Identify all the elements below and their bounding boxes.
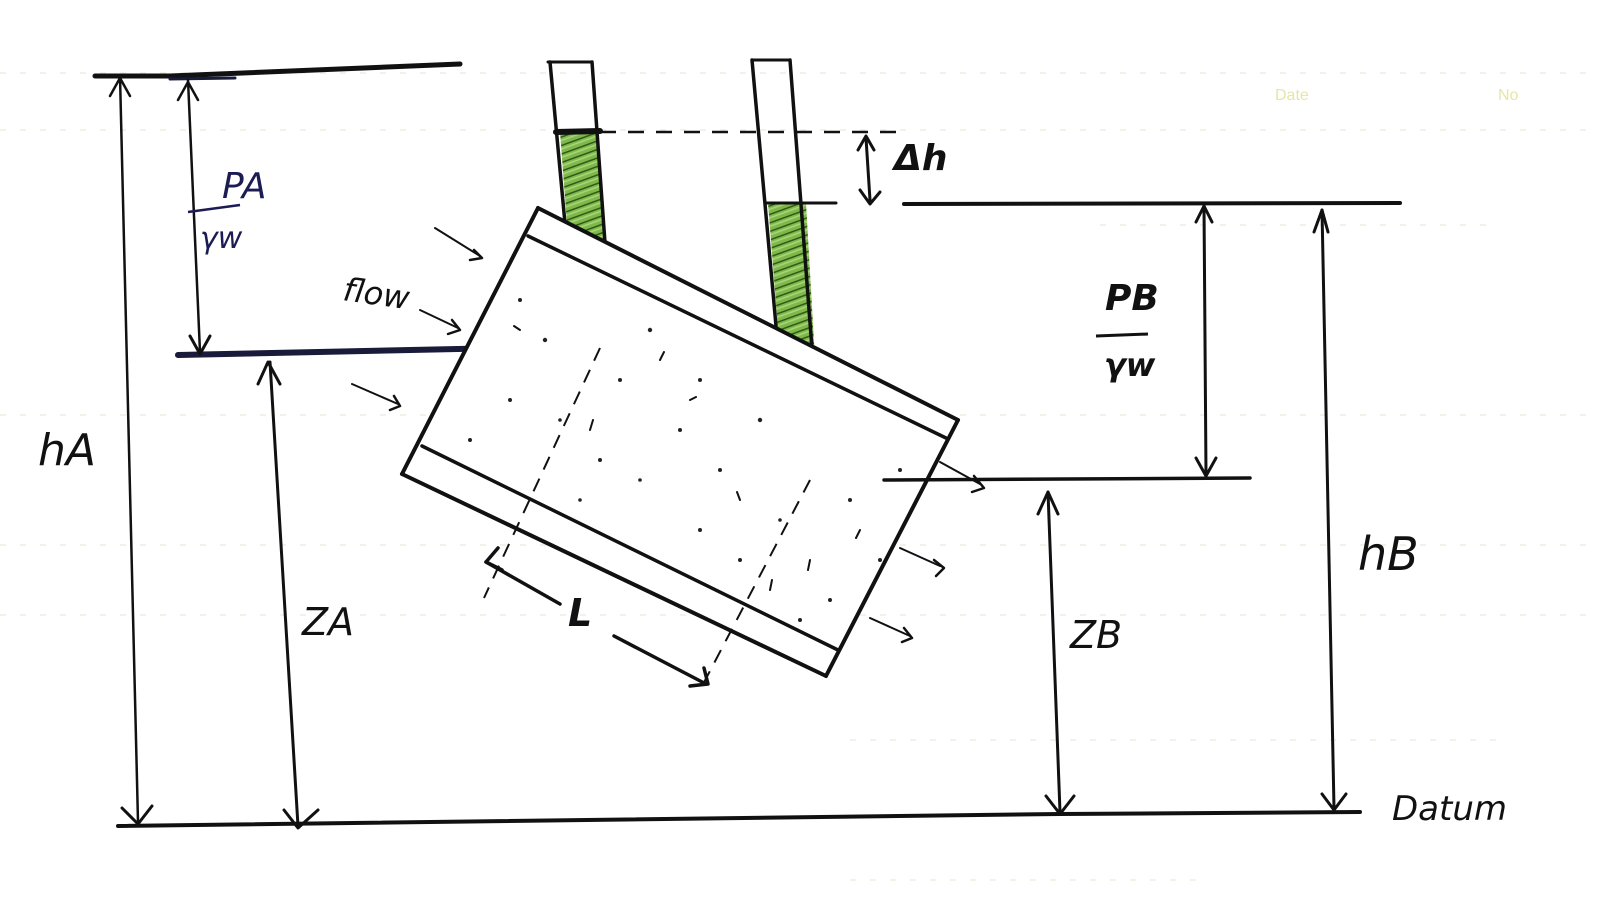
pb-dimension-line (1202, 204, 1208, 476)
water-level-line-a (92, 61, 463, 79)
paper-no-label: No (1498, 87, 1519, 104)
delta-h-dimension-line (864, 136, 872, 202)
soil-texture (468, 298, 902, 622)
hb-arrow-down-icon (1320, 792, 1348, 812)
total-head-a-label: hA (38, 425, 96, 476)
ha-arrow-up-icon (108, 76, 132, 98)
water-level-line-b (902, 201, 1402, 206)
flow-in-arrows (351, 227, 484, 412)
delta-h-arrow-up-icon (856, 134, 876, 152)
paper-date-label: Date (1275, 87, 1309, 104)
length-arrow-left-icon (484, 546, 504, 572)
za-dimension-line (268, 360, 300, 828)
pa-dimension-line (186, 78, 202, 354)
za-arrow-down-icon (282, 808, 320, 830)
delta-h-arrow-down-icon (858, 188, 882, 206)
svg-text:γw: γw (1104, 346, 1156, 384)
soil-sample (400, 206, 960, 691)
point-b-level-line (882, 476, 1252, 482)
pb-arrow-up-icon (1194, 204, 1214, 224)
pa-arrow-up-icon (176, 80, 200, 102)
point-a-level-line (175, 345, 508, 358)
flow-label: flow (341, 270, 413, 317)
length-label: L (568, 591, 592, 635)
pb-arrow-down-icon (1194, 456, 1218, 478)
hb-dimension-line (1320, 208, 1336, 810)
flow-arrow-icon (932, 558, 946, 578)
svg-text:PB: PB (1105, 278, 1159, 319)
head-loss-label: Δh (891, 138, 948, 179)
total-head-b-label: hB (1358, 527, 1419, 581)
elevation-head-a-label: ZA (301, 600, 354, 644)
pa-arrow-down-icon (188, 334, 212, 356)
flow-arrow-icon (900, 626, 914, 644)
section-line-a (483, 347, 601, 599)
zb-arrow-up-icon (1036, 490, 1060, 516)
ha-dimension-line (118, 74, 140, 824)
elevation-head-b-label: ZB (1069, 613, 1122, 657)
pressure-head-a-label: PA γw (187, 166, 267, 256)
svg-text:γw: γw (200, 221, 243, 256)
svg-text:PA: PA (222, 166, 267, 207)
flow-arrow-icon (446, 318, 462, 336)
datum-line (116, 810, 1362, 828)
length-arrow-right-icon (688, 666, 710, 688)
hb-arrow-up-icon (1312, 208, 1330, 234)
flow-arrow-icon (388, 394, 402, 412)
section-line-b (699, 479, 811, 691)
flow-arrow-icon (468, 248, 484, 262)
zb-dimension-line (1046, 490, 1062, 814)
length-dimension-right (612, 634, 708, 686)
datum-label: Datum (1392, 789, 1507, 829)
pressure-head-b-label: PB γw (1095, 278, 1159, 384)
za-arrow-up-icon (256, 360, 282, 386)
